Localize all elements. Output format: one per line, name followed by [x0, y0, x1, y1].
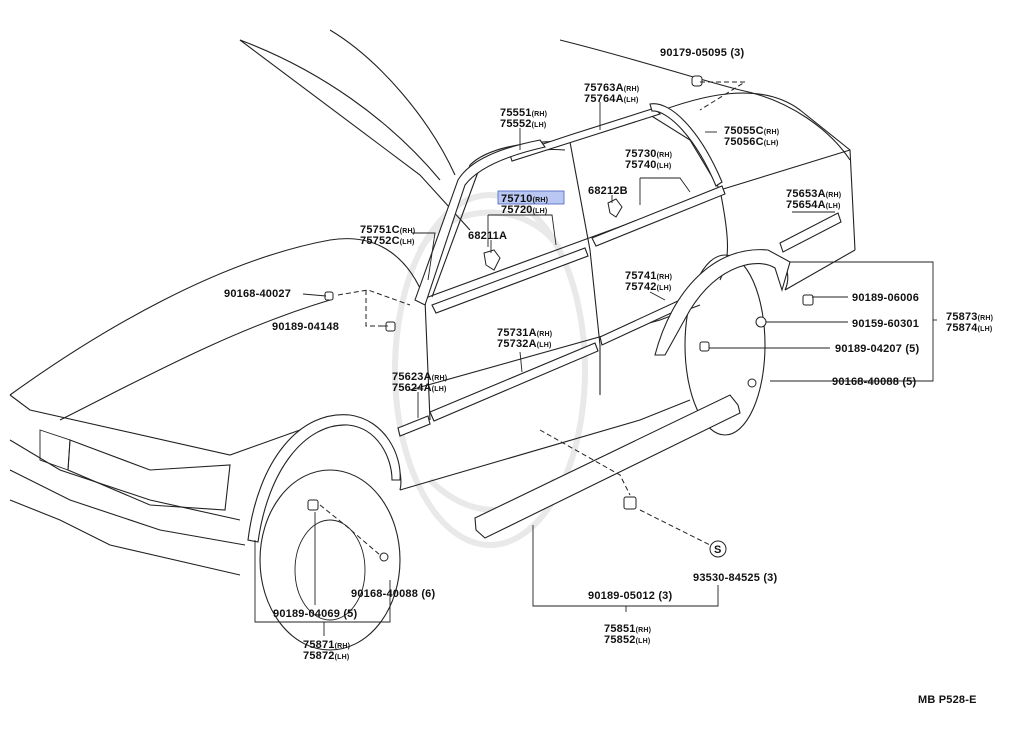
car-body-outline	[9, 29, 856, 651]
label-90189-04148: 90189-04148	[272, 321, 339, 333]
label-90189-05012: 90189-05012 (3)	[588, 590, 672, 602]
clip-icon	[385, 321, 396, 332]
leader-lines	[254, 81, 937, 636]
part-labels: 90179-05095 (3) 75763A(RH) 75764A(LH) 75…	[224, 47, 993, 706]
label-75852: 75852(LH)	[604, 634, 650, 646]
label-75872: 75872(LH)	[303, 650, 349, 662]
label-75551: 75551(RH)	[500, 107, 547, 119]
label-90159-60301: 90159-60301	[852, 318, 919, 330]
label-75720: 75720(LH)	[501, 204, 547, 216]
label-90168-40088-rear: 90168-40088 (5)	[832, 376, 916, 388]
clip-icon	[623, 496, 637, 510]
roof-drip-molding	[509, 107, 661, 162]
label-75740: 75740(LH)	[625, 159, 671, 171]
label-75764A: 75764A(LH)	[584, 93, 639, 105]
screw-icon	[747, 378, 757, 388]
label-90189-04207: 90189-04207 (5)	[835, 343, 919, 355]
label-75752C: 75752C(LH)	[360, 235, 415, 247]
label-68212B: 68212B	[588, 185, 628, 197]
label-75742: 75742(LH)	[625, 281, 671, 293]
label-75741: 75741(RH)	[625, 270, 672, 282]
diagram-code: MB P528-E	[918, 694, 977, 706]
front-arch-molding	[247, 414, 401, 543]
screw-icon	[379, 552, 389, 562]
front-door-belt-molding	[431, 247, 589, 314]
fasteners	[307, 75, 814, 562]
label-75873: 75873(RH)	[946, 311, 993, 323]
label-75055C: 75055C(RH)	[724, 125, 779, 137]
pillar-molding	[414, 139, 546, 306]
clip-icon	[802, 294, 814, 306]
clip-icon	[483, 249, 501, 271]
label-90189-04069: 90189-04069 (5)	[273, 608, 357, 620]
label-75623A: 75623A(RH)	[392, 371, 447, 383]
highlight-75710	[497, 190, 565, 205]
label-75730: 75730(RH)	[625, 148, 672, 160]
label-75710: 75710(RH)	[501, 193, 548, 205]
label-75654A: 75654A(LH)	[786, 199, 841, 211]
label-75056C: 75056C(LH)	[724, 136, 779, 148]
label-90179-05095: 90179-05095 (3)	[660, 47, 744, 59]
label-75851: 75851(RH)	[604, 623, 651, 635]
label-75871: 75871(RH)	[303, 639, 350, 651]
s-symbol: S	[714, 544, 722, 556]
label-75552: 75552(LH)	[500, 118, 546, 130]
s-symbol-icon	[709, 540, 727, 558]
rear-pillar-molding	[649, 103, 723, 187]
label-90189-06006: 90189-06006	[852, 292, 919, 304]
front-door-side-molding	[429, 342, 599, 422]
molding-parts	[247, 103, 842, 543]
clip-icon	[607, 198, 623, 218]
clip-icon	[691, 75, 703, 87]
rocker-molding	[474, 394, 741, 539]
rear-quarter-molding	[779, 212, 842, 253]
clip-icon	[307, 499, 319, 511]
label-75874: 75874(LH)	[946, 322, 992, 334]
front-fender-molding	[397, 415, 431, 437]
label-75751C: 75751C(RH)	[360, 224, 415, 236]
clip-icon	[699, 341, 710, 352]
label-75763A: 75763A(RH)	[584, 82, 639, 94]
label-75624A: 75624A(LH)	[392, 382, 447, 394]
screw-icon	[755, 316, 767, 328]
label-93530-84525: 93530-84525 (3)	[693, 572, 777, 584]
clip-icon	[324, 291, 334, 301]
label-90168-40088-front: 90168-40088 (6)	[351, 588, 435, 600]
label-75732A: 75732A(LH)	[497, 338, 552, 350]
label-75731A: 75731A(RH)	[497, 327, 552, 339]
label-68211A: 68211A	[468, 230, 507, 242]
rear-door-belt-molding	[591, 185, 726, 247]
label-90168-40027: 90168-40027	[224, 288, 291, 300]
label-75653A: 75653A(RH)	[786, 188, 841, 200]
